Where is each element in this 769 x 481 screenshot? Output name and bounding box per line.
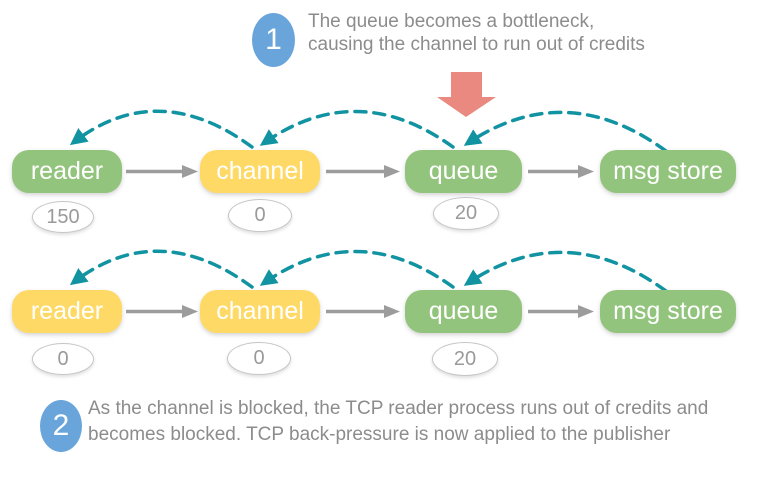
node-queue-row2: queue: [405, 290, 522, 333]
credits-queue-row2: 20: [432, 342, 498, 376]
credits-reader-row2: 0: [32, 343, 94, 375]
node-msgstore-row2: msg store: [600, 290, 736, 333]
step-2-badge: 2: [40, 400, 82, 452]
node-msgstore-row1: msg store: [600, 150, 736, 193]
arc-msgstore-to-queue: [463, 110, 668, 153]
node-queue-row1: queue: [405, 150, 522, 193]
credits-reader-row1: 150: [32, 201, 94, 233]
node-channel-row2: channel: [200, 290, 320, 333]
arc-queue-to-channel: [259, 109, 455, 149]
credits-channel-row2: 0: [227, 342, 291, 375]
credits-channel-row1: 0: [228, 199, 292, 232]
node-channel-row1: channel: [200, 150, 320, 193]
credits-queue-row1: 20: [433, 197, 499, 230]
flow-arrows-row2: [126, 305, 594, 318]
step-1-text: The queue becomes a bottleneck, causing …: [308, 11, 645, 56]
arc-channel-to-reader: [69, 249, 254, 289]
arc-channel-to-reader: [69, 109, 254, 149]
node-reader-row2: reader: [12, 290, 122, 333]
node-reader-row1: reader: [12, 150, 122, 193]
backpressure-arcs-row2: [69, 249, 668, 293]
flow-arrows-row1: [126, 165, 594, 178]
arc-msgstore-to-queue: [463, 250, 668, 293]
arc-queue-to-channel: [259, 249, 455, 289]
step-1-badge: 1: [252, 13, 295, 67]
step-2-text: As the channel is blocked, the TCP reade…: [88, 398, 709, 445]
bottleneck-arrow: [437, 72, 496, 117]
backpressure-arcs-row1: [69, 109, 668, 153]
